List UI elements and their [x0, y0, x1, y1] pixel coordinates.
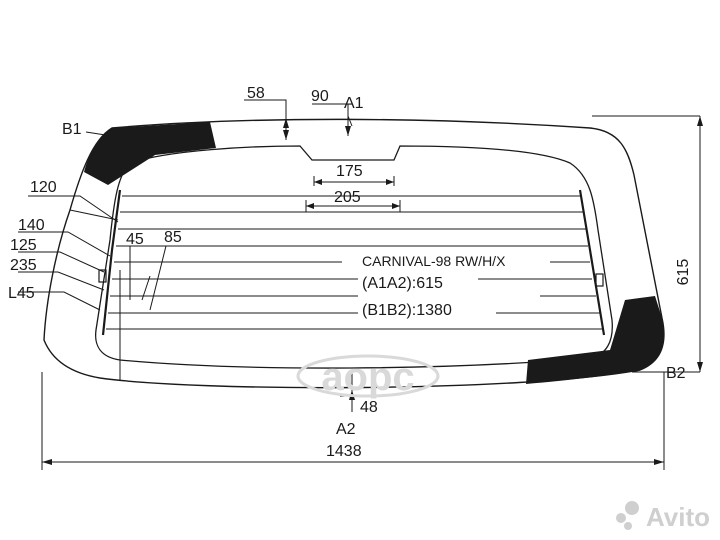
- model-name: CARNIVAL-98 RW/H/X: [362, 253, 506, 269]
- dim-235: 235: [10, 257, 37, 274]
- dim-l45: L45: [8, 285, 35, 302]
- avito-watermark: Avito: [616, 501, 710, 532]
- dim-125: 125: [10, 237, 37, 254]
- frit-bottom-right: [526, 296, 664, 384]
- dim-58: 58: [247, 85, 265, 102]
- dim-120: 120: [30, 179, 57, 196]
- a1a2-dimension: (A1A2):615: [362, 275, 443, 292]
- dim-48: 48: [360, 399, 378, 416]
- terminal-left: [98, 269, 107, 283]
- inner-outline: [94, 145, 613, 369]
- label-b2: B2: [666, 365, 686, 382]
- brand-watermark: аорс: [296, 354, 440, 399]
- glass-outline: [43, 118, 665, 389]
- dim-615: 615: [675, 259, 692, 286]
- label-a2: A2: [336, 421, 356, 438]
- busbar-right: [578, 189, 606, 336]
- dim-140: 140: [18, 217, 45, 234]
- dim-1438: 1438: [326, 443, 362, 460]
- frit-top-left: [84, 122, 216, 185]
- busbar-left: [101, 189, 122, 336]
- b1b2-dimension: (B1B2):1380: [362, 302, 452, 319]
- dim-45: 45: [126, 231, 144, 248]
- label-b1: B1: [62, 121, 82, 138]
- dim-175: 175: [336, 163, 363, 180]
- brand-watermark-text: аорс: [321, 355, 414, 399]
- terminal-right: [595, 273, 604, 287]
- dim-90: 90: [311, 88, 329, 105]
- label-a1: A1: [344, 95, 364, 112]
- avito-watermark-text: Avito: [646, 502, 710, 532]
- heater-lines: [106, 195, 604, 330]
- dim-205: 205: [334, 189, 361, 206]
- dim-85: 85: [164, 229, 182, 246]
